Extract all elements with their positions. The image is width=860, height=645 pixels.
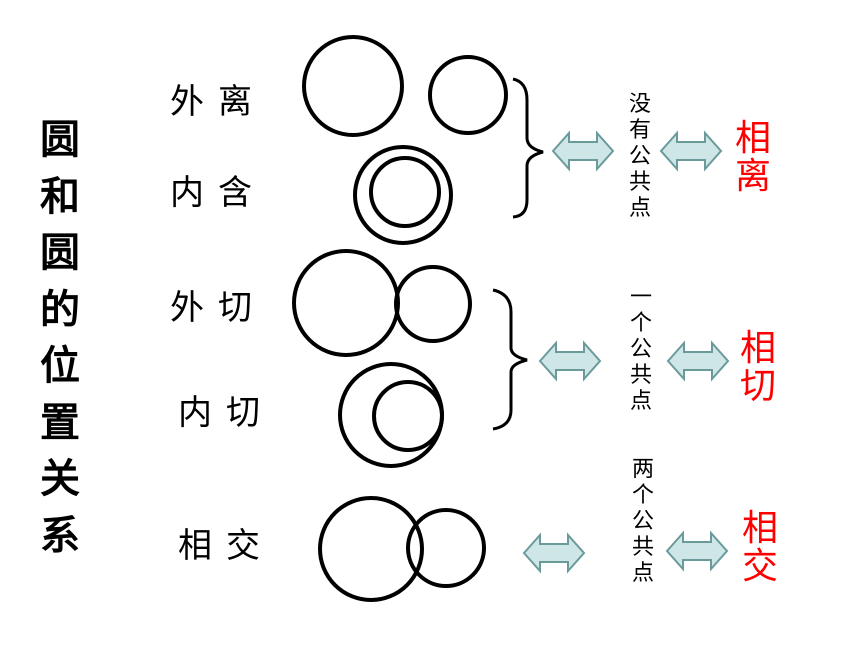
circle-large	[318, 496, 424, 602]
arrow-brace-to-note-2	[539, 342, 601, 380]
circle-small	[428, 55, 508, 135]
note-one-common-point: 一个公共点	[629, 285, 652, 414]
circle-inner	[369, 156, 441, 228]
note-no-common-point: 没有公共点	[628, 92, 651, 221]
circles-external-separate	[302, 35, 508, 137]
label-external-separate: 外离	[170, 82, 266, 122]
circle-inner	[372, 380, 444, 452]
label-intersect: 相交	[178, 526, 274, 566]
arrow-note-to-result-2	[667, 342, 729, 380]
circles-internal-contain	[353, 145, 453, 245]
label-external-tangent: 外切	[170, 288, 266, 328]
circle-large	[292, 249, 400, 357]
label-internal-tangent: 内切	[178, 393, 274, 433]
result-separate: 相离	[734, 118, 771, 197]
circle-large	[302, 35, 404, 137]
circle-small	[394, 265, 472, 343]
diagram-title: 圆和圆的位置关系	[40, 117, 80, 559]
circles-external-tangent	[292, 249, 472, 357]
arrow-circles-to-note-3	[523, 534, 585, 572]
arrow-brace-to-note-1	[552, 132, 614, 170]
result-intersect: 相交	[741, 508, 778, 587]
circle-outer	[353, 145, 453, 245]
label-internal-contain: 内含	[170, 173, 266, 213]
circle-small	[406, 508, 486, 588]
circles-intersect	[318, 496, 486, 602]
arrow-note-to-result-3	[666, 532, 728, 570]
brace-tangent	[492, 288, 528, 431]
circle-outer	[338, 362, 444, 468]
arrow-note-to-result-1	[660, 132, 722, 170]
circles-internal-tangent	[338, 362, 444, 468]
result-tangent: 相切	[739, 328, 776, 407]
note-two-common-points: 两个公共点	[631, 457, 654, 586]
brace-separate	[512, 77, 544, 219]
